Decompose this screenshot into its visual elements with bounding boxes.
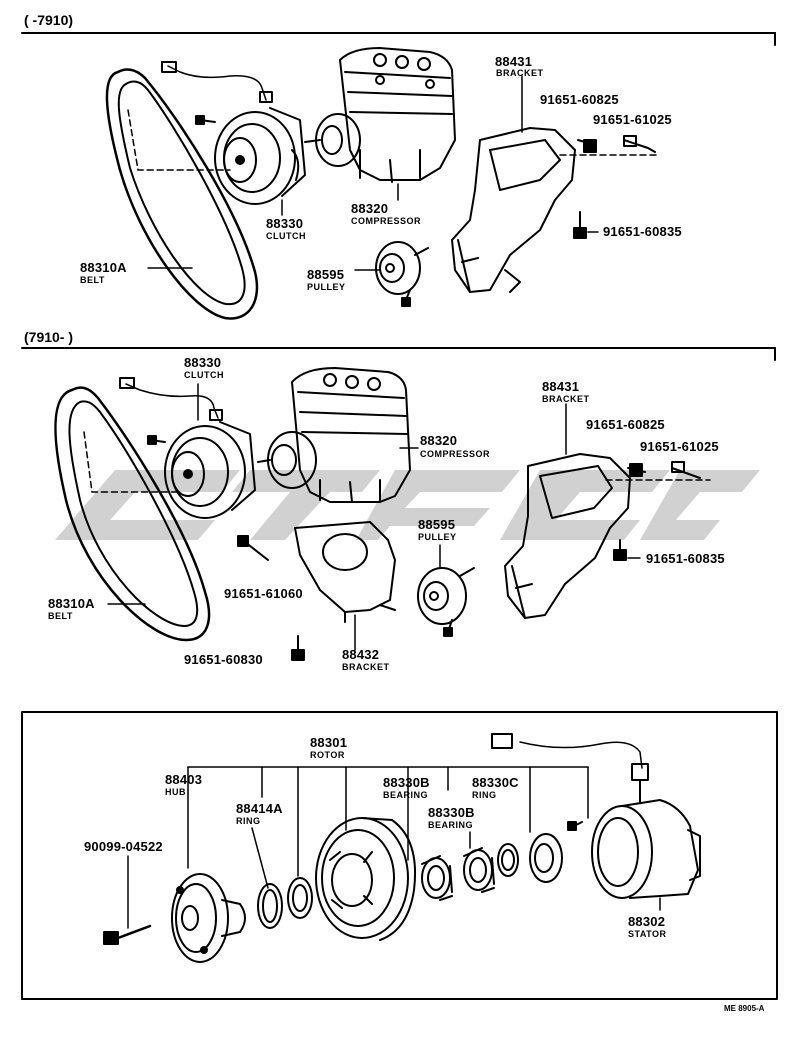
- label-ring2-name: RING: [472, 790, 497, 800]
- label-clutch-name-2: CLUTCH: [184, 370, 224, 380]
- label-compressor-name-2: COMPRESSOR: [420, 449, 491, 459]
- label-rotor-number: 88301: [310, 735, 348, 750]
- label-bolt-61060: 91651-61060: [224, 586, 303, 601]
- label-clutch-name: CLUTCH: [266, 231, 306, 241]
- label-ring-name: RING: [236, 816, 261, 826]
- label-belt-name: BELT: [80, 275, 105, 285]
- label-bracket2-number: 88432: [342, 647, 380, 662]
- label-rotor-name: ROTOR: [310, 750, 345, 760]
- label-bearing2-number: 88330B: [428, 805, 475, 820]
- label-clutch-number: 88330: [266, 216, 304, 231]
- label-bolt-61025-2: 91651-61025: [640, 439, 719, 454]
- label-compressor-number: 88320: [351, 201, 389, 216]
- label-bracket-name-2: BRACKET: [542, 394, 590, 404]
- label-bearing2-name: BEARING: [428, 820, 474, 830]
- label-bracket-number-2: 88431: [542, 379, 580, 394]
- label-pulley-name-2: PULLEY: [418, 532, 457, 542]
- label-hub-name: HUB: [165, 787, 186, 797]
- figure-code: ME 8905-A: [724, 1004, 765, 1013]
- label-bracket-number: 88431: [495, 54, 533, 69]
- label-bolt-60825-2: 91651-60825: [586, 417, 665, 432]
- label-belt-number-2: 88310A: [48, 596, 95, 611]
- label-bolt-60835: 91651-60835: [603, 224, 682, 239]
- watermark: [55, 470, 760, 540]
- label-bolt-60835-2: 91651-60835: [646, 551, 725, 566]
- label-belt-name-2: BELT: [48, 611, 73, 621]
- label-bolt-04522: 90099-04522: [84, 839, 163, 854]
- label-compressor-number-2: 88320: [420, 433, 458, 448]
- label-bearing1-name: BEARING: [383, 790, 429, 800]
- label-pulley-number: 88595: [307, 267, 345, 282]
- label-ring2-number: 88330C: [472, 775, 519, 790]
- label-bolt-61025: 91651-61025: [593, 112, 672, 127]
- section-header-early: ( -7910): [24, 12, 74, 28]
- label-bracket2-name: BRACKET: [342, 662, 390, 672]
- label-bolt-60830: 91651-60830: [184, 652, 263, 667]
- label-bracket-name: BRACKET: [496, 68, 544, 78]
- label-ring-number: 88414A: [236, 801, 283, 816]
- label-pulley-name: PULLEY: [307, 282, 346, 292]
- label-clutch-number-2: 88330: [184, 355, 222, 370]
- label-pulley-number-2: 88595: [418, 517, 456, 532]
- label-bolt-60825: 91651-60825: [540, 92, 619, 107]
- label-hub-number: 88403: [165, 772, 203, 787]
- label-compressor-name: COMPRESSOR: [351, 216, 422, 226]
- label-belt-number: 88310A: [80, 260, 127, 275]
- label-bearing1-number: 88330B: [383, 775, 430, 790]
- section-header-late: (7910- ): [24, 329, 74, 345]
- label-stator-number: 88302: [628, 914, 666, 929]
- label-stator-name: STATOR: [628, 929, 667, 939]
